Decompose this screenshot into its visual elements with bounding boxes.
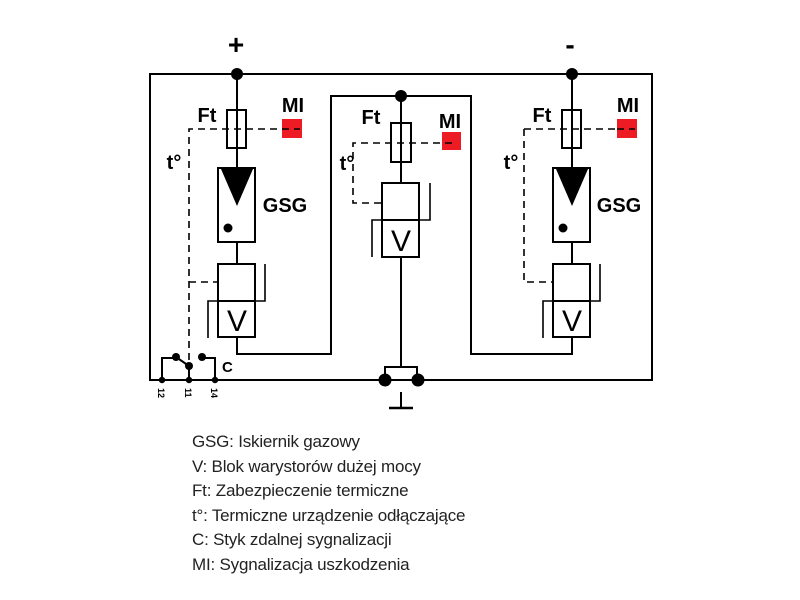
svg-text:t°: t° xyxy=(340,153,355,175)
svg-text:Ft: Ft xyxy=(533,105,552,127)
branch-right: V Ft MI t° GSG xyxy=(504,68,641,338)
svg-text:V: V xyxy=(391,225,411,258)
svg-text:V: V xyxy=(227,305,247,338)
node-dot xyxy=(231,68,243,80)
svg-text:t°: t° xyxy=(504,152,519,174)
svg-text:C: C xyxy=(222,359,233,376)
svg-text:t°: t° xyxy=(167,152,182,174)
fault-indicator xyxy=(617,119,637,138)
svg-text:GSG: GSG xyxy=(263,195,307,217)
branch-left: V Ft MI t° GSG xyxy=(167,68,307,360)
terminal-11 xyxy=(185,376,193,384)
svg-text:MI: MI xyxy=(617,95,639,117)
svg-text:GSG: GSG xyxy=(597,195,641,217)
gsg-triangle-icon xyxy=(556,169,588,206)
enclosure-frame xyxy=(149,73,653,381)
node-dot xyxy=(566,68,578,80)
minus-label: - xyxy=(565,29,574,60)
svg-text:MI: MI xyxy=(282,95,304,117)
svg-text:V: V xyxy=(562,305,582,338)
svg-text:11: 11 xyxy=(183,388,193,398)
legend-item-t: t°: Termiczne urządzenie odłączające xyxy=(192,505,466,525)
svg-text:12: 12 xyxy=(156,388,166,398)
legend-item-gsg: GSG: Iskiernik gazowy xyxy=(192,432,360,451)
legend-item-c: C: Styk zdalnej sygnalizacji xyxy=(192,530,392,550)
terminal-12 xyxy=(158,376,166,384)
fault-indicator xyxy=(442,132,461,150)
svg-text:MI: MI xyxy=(439,111,461,133)
ground-icon xyxy=(389,392,413,410)
gsg-triangle-icon xyxy=(221,169,253,206)
svg-text:Ft: Ft xyxy=(362,107,381,129)
legend-item-mi: MI: Sygnalizacja uszkodzenia xyxy=(192,554,410,574)
terminal-14 xyxy=(211,376,219,384)
plus-label: + xyxy=(228,29,244,60)
svg-text:Ft: Ft xyxy=(198,105,217,127)
legend: GSG: Iskiernik gazowy V: Blok warystorów… xyxy=(192,430,466,578)
branch-middle: V Ft MI t° xyxy=(340,90,461,410)
fault-indicator xyxy=(282,119,302,138)
pe-terminal xyxy=(411,373,425,387)
svg-text:14: 14 xyxy=(209,388,219,398)
pe-terminal xyxy=(378,373,392,387)
legend-item-ft: Ft: Zabezpieczenie termiczne xyxy=(192,481,409,501)
legend-item-v: V: Blok warystorów dużej mocy xyxy=(192,456,421,476)
remote-contact: C 12 11 14 xyxy=(156,353,233,398)
node-dot xyxy=(395,90,407,102)
